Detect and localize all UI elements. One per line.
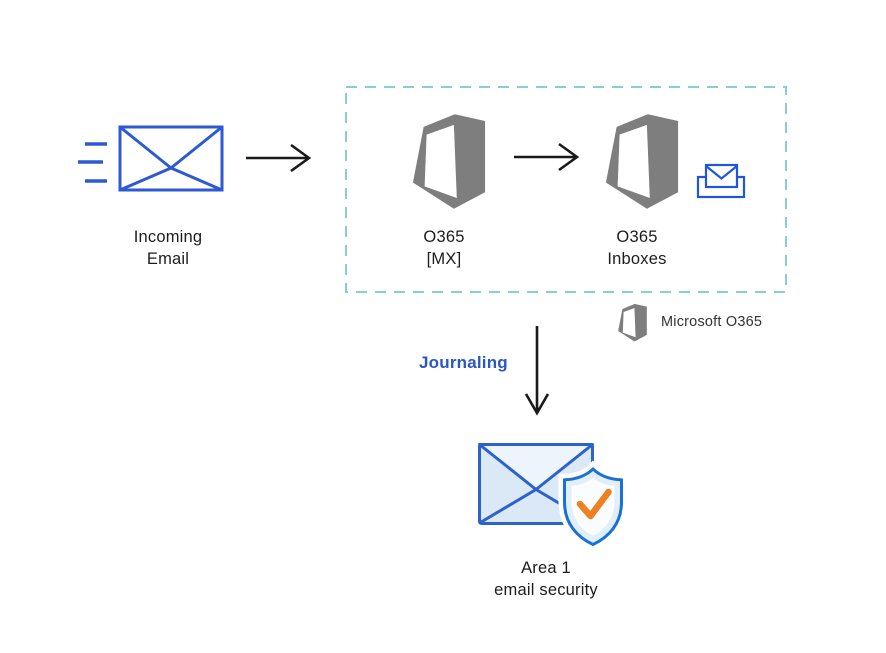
area1-label-line2: email security (494, 581, 598, 599)
office365-inboxes-icon (603, 112, 681, 210)
journaling-label: Journaling (419, 353, 508, 372)
o365-mx-label-line2: [MX] (426, 250, 462, 268)
incoming-email-label: Incoming Email (93, 226, 243, 270)
speed-lines-icon (78, 142, 107, 183)
arrow-right-icon (514, 142, 580, 172)
o365-inboxes-label-line2: Inboxes (607, 250, 667, 268)
email-security-shield-icon (478, 443, 626, 550)
o365-inboxes-label-line1: O365 (616, 228, 658, 246)
incoming-email-label-line1: Incoming (133, 228, 203, 246)
o365-boundary-box (345, 86, 787, 293)
incoming-email-icon (78, 125, 224, 192)
office365-mx-icon (410, 112, 488, 210)
o365-mx-label: O365 [MX] (369, 226, 519, 270)
inbox-icon (696, 163, 746, 199)
o365-mx-label-line1: O365 (423, 228, 465, 246)
area1-label-line1: Area 1 (521, 559, 571, 577)
legend: Microsoft O365 (617, 301, 762, 343)
checkmark-icon (576, 488, 612, 520)
area1-label: Area 1 email security (471, 557, 621, 601)
office365-icon (618, 303, 647, 341)
arrow-right-icon (246, 143, 312, 173)
shield-check-icon (558, 460, 626, 550)
legend-label: Microsoft O365 (661, 314, 763, 330)
arrow-down-icon (524, 326, 550, 416)
incoming-email-label-line2: Email (146, 250, 190, 268)
o365-inboxes-label: O365 Inboxes (562, 226, 712, 270)
